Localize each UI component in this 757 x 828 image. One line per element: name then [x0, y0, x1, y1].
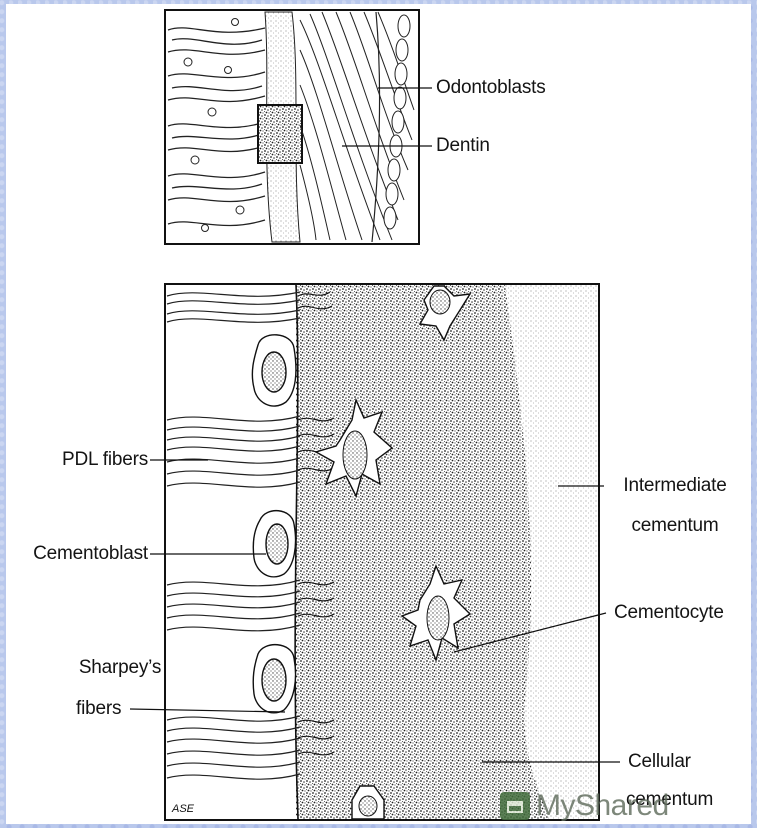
label-cellular-line1: Cellular — [628, 750, 691, 774]
label-dentin: Dentin — [436, 134, 490, 158]
label-odontoblasts: Odontoblasts — [436, 76, 546, 100]
label-intermediate-line1: Intermediate — [604, 474, 746, 498]
label-cementocyte: Cementocyte — [614, 601, 724, 625]
watermark-text: MyShared — [536, 789, 669, 823]
main-cementum-drawing: ASE — [130, 284, 620, 820]
presentation-board-icon — [500, 792, 530, 820]
label-pdl-fibers: PDL fibers — [40, 448, 148, 472]
label-sharpeys-line1: Sharpey’s — [60, 656, 180, 680]
label-intermediate-line2: cementum — [604, 514, 746, 538]
label-sharpeys-line2: fibers — [76, 697, 121, 721]
top-inset-drawing — [165, 10, 432, 244]
label-cementoblast: Cementoblast — [10, 542, 148, 566]
myshared-watermark: MyShared — [500, 786, 669, 826]
artist-signature: ASE — [171, 803, 195, 815]
